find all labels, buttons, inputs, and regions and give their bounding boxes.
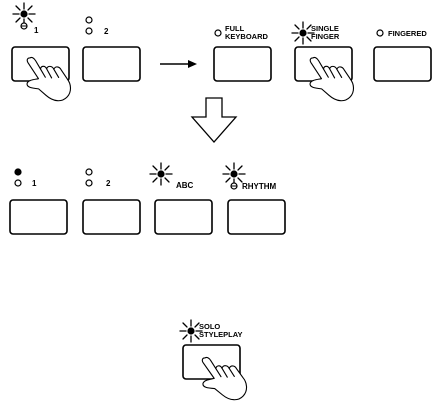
solo-styleplay-label-line2: STYLEPLAY [199, 330, 242, 339]
variation-2-button-group: 2 [82, 16, 141, 82]
abc-button[interactable] [154, 199, 213, 235]
indicator-lit-rays-icon [149, 162, 173, 186]
variation-2-label: 2 [106, 179, 111, 188]
abc-button-group: ABC [149, 162, 213, 235]
fingered-label: FINGERED [388, 29, 427, 38]
rhythm-label: RHYTHM [242, 182, 277, 191]
abc-label: ABC [176, 181, 194, 190]
variation-1-button-group: 1 [11, 2, 74, 108]
rhythm-button-group: RHYTHM [222, 162, 286, 235]
single-finger-label-line2: FINGER [311, 32, 340, 41]
variation-1-label: 1 [32, 179, 37, 188]
single-finger-label-line1: SINGLE [311, 24, 339, 33]
indicator-led-off-icon [214, 29, 222, 37]
indicator-led-off-icon [85, 27, 93, 35]
right-arrow-icon [160, 60, 197, 68]
indicator-led-on-icon [14, 168, 22, 176]
full-keyboard-button[interactable] [213, 46, 272, 82]
single-finger-button-group: SINGLE FINGER [291, 21, 357, 108]
indicator-lit-rays-icon [12, 2, 36, 26]
indicator-led-off-icon [85, 168, 93, 176]
variation-2-button-group: 2 [82, 168, 141, 235]
rhythm-button[interactable] [227, 199, 286, 235]
down-arrow-icon [190, 97, 238, 143]
solo-styleplay-button-group: SOLO STYLEPLAY [179, 319, 250, 408]
variation-1-label: 1 [34, 26, 39, 35]
indicator-led-off-icon [14, 179, 22, 187]
full-keyboard-label-line1: FULL [225, 24, 245, 33]
variation-2-label: 2 [104, 27, 109, 36]
indicator-led-off-icon [376, 29, 384, 37]
indicator-led-off-icon [85, 16, 93, 24]
variation-2-button[interactable] [82, 199, 141, 235]
full-keyboard-label-line2: KEYBOARD [225, 32, 269, 41]
indicator-led-lit-icon [230, 182, 238, 190]
fingered-button[interactable] [373, 46, 432, 82]
full-keyboard-button-group: FULL KEYBOARD [213, 24, 272, 82]
fingered-button-group: FINGERED [373, 29, 432, 82]
indicator-led-lit-icon [20, 22, 28, 30]
variation-2-button[interactable] [82, 46, 141, 82]
indicator-led-off-icon [85, 179, 93, 187]
variation-1-button[interactable] [9, 199, 68, 235]
variation-1-button-group: 1 [9, 168, 68, 235]
solo-styleplay-label-line1: SOLO [199, 322, 220, 331]
